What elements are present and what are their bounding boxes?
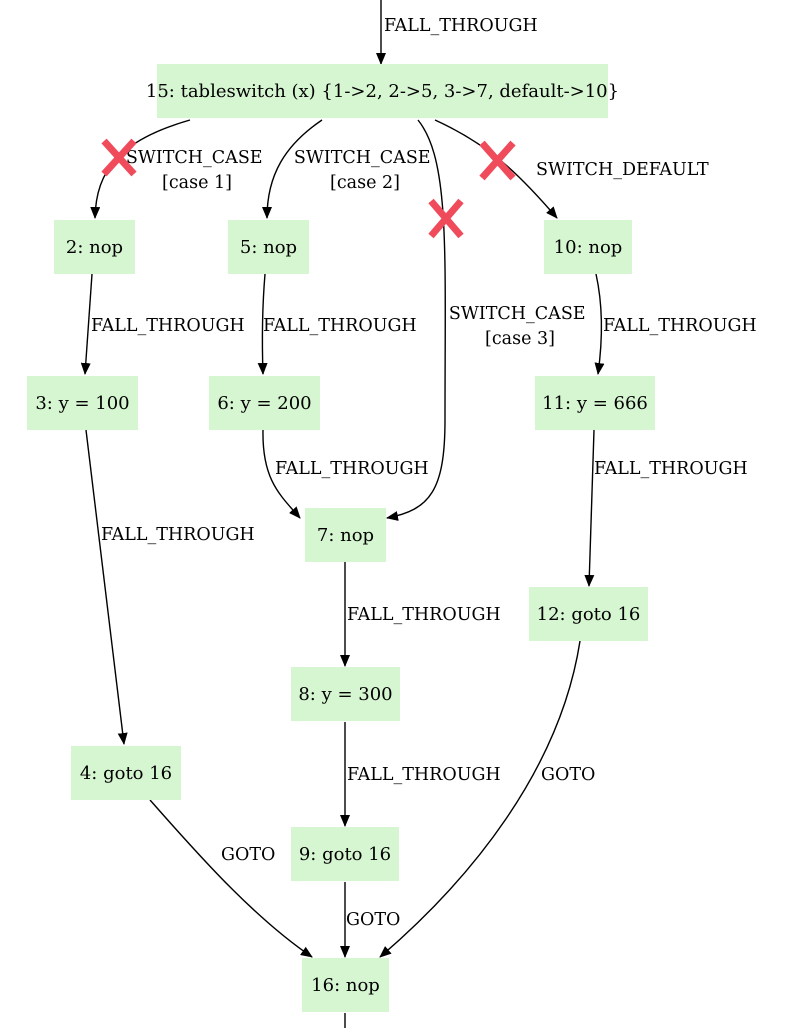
node-12-label: 12: goto 16 bbox=[537, 604, 641, 625]
node-8[interactable]: 8: y = 300 bbox=[291, 667, 400, 721]
node-15-box bbox=[157, 64, 608, 118]
node-9-label: 9: goto 16 bbox=[299, 844, 391, 865]
edge-10-11 bbox=[594, 273, 605, 375]
edge-label-12-16: GOTO bbox=[541, 765, 595, 785]
x-mark-case-1-stroke-b bbox=[101, 138, 137, 177]
node-15[interactable]: 15: tableswitch (x) {1->2, 2->5, 3->7, d… bbox=[146, 64, 619, 118]
node-8-box bbox=[291, 667, 400, 721]
edge-3-4 bbox=[85, 429, 128, 745]
node-9[interactable]: 9: goto 16 bbox=[291, 827, 399, 881]
node-5[interactable]: 5: nop bbox=[228, 220, 309, 274]
node-2-label: 2: nop bbox=[66, 237, 123, 258]
edge-15-7 bbox=[386, 119, 446, 521]
node-2[interactable]: 2: nop bbox=[54, 220, 135, 274]
edge-11-12 bbox=[584, 429, 595, 587]
node-5-box bbox=[228, 220, 309, 274]
edge-label-15-7-line2: [case 3] bbox=[485, 329, 555, 349]
x-mark-case-3-stroke-b bbox=[428, 198, 464, 239]
edge-label-9-16: GOTO bbox=[346, 910, 400, 930]
node-2-box bbox=[54, 220, 135, 274]
node-7[interactable]: 7: nop bbox=[305, 508, 386, 562]
x-mark-default bbox=[479, 140, 516, 181]
edge-label-2-3: FALL_THROUGH bbox=[91, 316, 245, 336]
node-5-label: 5: nop bbox=[240, 237, 297, 258]
edge-label-in-15: FALL_THROUGH bbox=[384, 16, 538, 36]
edge-label-15-10: SWITCH_DEFAULT bbox=[536, 160, 709, 180]
node-4[interactable]: 4: goto 16 bbox=[71, 746, 181, 800]
edge-label-15-2: SWITCH_CASE [case 1] bbox=[126, 148, 268, 193]
node-15-label: 15: tableswitch (x) {1->2, 2->5, 3->7, d… bbox=[146, 81, 619, 102]
edge-label-15-7: SWITCH_CASE [case 3] bbox=[449, 304, 591, 349]
edge-5-6 bbox=[257, 273, 268, 375]
node-11[interactable]: 11: y = 666 bbox=[535, 376, 655, 430]
node-16[interactable]: 16: nop bbox=[302, 958, 389, 1012]
node-16-box bbox=[302, 958, 389, 1012]
node-3[interactable]: 3: y = 100 bbox=[27, 376, 138, 430]
edge-label-5-6: FALL_THROUGH bbox=[263, 316, 417, 336]
edge-label-15-5-line1: SWITCH_CASE bbox=[294, 148, 431, 168]
edge-15-5 bbox=[262, 119, 323, 219]
edge-labels: FALL_THROUGH SWITCH_CASE [case 1] SWITCH… bbox=[91, 16, 757, 930]
node-11-label: 11: y = 666 bbox=[542, 393, 648, 414]
node-10[interactable]: 10: nop bbox=[544, 220, 632, 274]
edge-label-15-2-line1: SWITCH_CASE bbox=[126, 148, 263, 168]
nodes: 15: tableswitch (x) {1->2, 2->5, 3->7, d… bbox=[27, 64, 655, 1012]
edge-2-3 bbox=[80, 273, 93, 375]
node-9-box bbox=[291, 827, 399, 881]
edge-6-7 bbox=[262, 429, 301, 519]
node-10-box bbox=[544, 220, 632, 274]
x-mark-default-stroke-b bbox=[479, 140, 516, 181]
node-11-box bbox=[535, 376, 655, 430]
edge-label-11-12: FALL_THROUGH bbox=[594, 459, 748, 479]
node-8-label: 8: y = 300 bbox=[298, 684, 392, 705]
x-mark-case-1 bbox=[101, 138, 137, 177]
edge-label-15-7-line1: SWITCH_CASE bbox=[449, 304, 586, 324]
node-12[interactable]: 12: goto 16 bbox=[529, 587, 648, 641]
node-3-label: 3: y = 100 bbox=[35, 393, 129, 414]
node-4-label: 4: goto 16 bbox=[80, 763, 172, 784]
edge-label-3-4: FALL_THROUGH bbox=[101, 525, 255, 545]
node-6-box bbox=[209, 376, 320, 430]
node-12-box bbox=[529, 587, 648, 641]
node-3-box bbox=[27, 376, 138, 430]
node-6[interactable]: 6: y = 200 bbox=[209, 376, 320, 430]
edge-label-15-2-line2: [case 1] bbox=[162, 173, 232, 193]
edge-label-6-7: FALL_THROUGH bbox=[275, 459, 429, 479]
node-16-label: 16: nop bbox=[311, 975, 380, 996]
edge-label-10-11: FALL_THROUGH bbox=[603, 316, 757, 336]
edge-label-15-5-line2: [case 2] bbox=[330, 173, 400, 193]
edge-label-8-9: FALL_THROUGH bbox=[347, 765, 501, 785]
edge-12-16 bbox=[379, 640, 581, 958]
node-4-box bbox=[71, 746, 181, 800]
node-10-label: 10: nop bbox=[554, 237, 623, 258]
x-mark-case-3 bbox=[428, 198, 464, 239]
edge-4-16 bbox=[149, 799, 313, 958]
node-6-label: 6: y = 200 bbox=[217, 393, 311, 414]
edge-label-15-5: SWITCH_CASE [case 2] bbox=[294, 148, 436, 193]
node-7-box bbox=[305, 508, 386, 562]
edge-label-4-16: GOTO bbox=[221, 845, 275, 865]
edge-label-7-8: FALL_THROUGH bbox=[347, 605, 501, 625]
node-7-label: 7: nop bbox=[317, 525, 374, 546]
